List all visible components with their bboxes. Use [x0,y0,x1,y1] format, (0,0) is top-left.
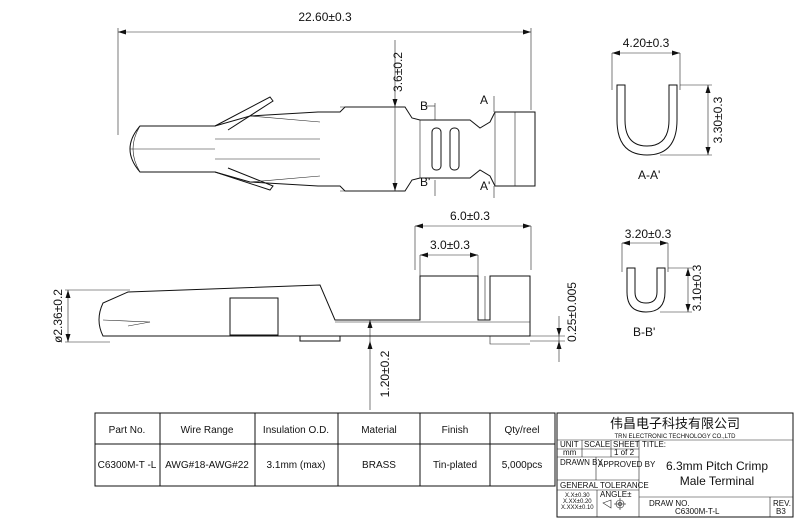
company-cn: 伟昌电子科技有限公司 [610,417,740,432]
draw-no-value: C6300M-T-L [675,507,720,516]
unit-label: UNIT [560,440,579,449]
cell-qty: 5,000pcs [502,460,543,471]
drawn-by-label: DRAWN BY [560,458,603,467]
general-tolerance-label: GENERAL TOLERANCE [560,481,649,490]
cell-material: BRASS [362,460,396,471]
section-bb-label: B-B' [633,325,655,339]
aa-height-dim: 3.30±0.3 [711,96,725,143]
crimp-inner-dim: 3.0±0.3 [430,238,470,252]
rev-value: B3 [776,507,786,516]
rev-label: REV. [773,499,791,508]
company-en: TRN ELECTRONIC TECHNOLOGY CO.,LTD [614,434,736,440]
header-material: Material [361,425,397,436]
title-line2: Male Terminal [680,474,754,488]
cell-insulation: 3.1mm (max) [267,460,326,471]
side-view: 6.0±0.3 3.0±0.3 ø2.36±0.2 0.25±0.005 [51,209,579,410]
projection-symbol-icon [602,498,626,510]
diameter-dim: ø2.36±0.2 [51,289,65,343]
cell-wire-range: AWG#18-AWG#22 [165,460,249,471]
section-bb: 3.20±0.3 3.10±0.3 B-B' [621,227,704,339]
cell-part-no: C6300M-T -L [98,460,157,471]
sheet-label: SHEET [613,440,640,449]
header-wire-range: Wire Range [181,425,234,436]
header-part-no: Part No. [109,425,146,436]
top-view: 22.60±0.3 3.6±0.2 B B' A A' [117,10,536,198]
section-b-prime-marker: B' [420,175,430,189]
tol-1: X.X±0.30 [565,493,590,499]
crimp-length-dim: 6.0±0.3 [450,209,490,223]
title-label: TITLE: [642,440,666,449]
section-aa: 4.20±0.3 3.30±0.3 A-A' [611,36,725,182]
angle-label: ANGLE± [600,490,632,499]
thickness-dim: 0.25±0.005 [565,282,579,342]
offset-dim: 1.20±0.2 [378,350,392,397]
section-a-marker: A [480,93,488,107]
bb-height-dim: 3.10±0.3 [690,264,704,311]
spec-table: Part No. Wire Range Insulation O.D. Mate… [94,412,556,487]
section-b-marker: B [420,99,428,113]
section-aa-label: A-A' [638,168,660,182]
approved-by-label: APPROVED BY [598,460,656,469]
section-a-prime-marker: A' [480,179,490,193]
header-qty: Qty/reel [504,425,539,436]
title-line1: 6.3mm Pitch Crimp [666,459,768,473]
aa-width-dim: 4.20±0.3 [623,36,670,50]
scale-label: SCALE [584,440,610,449]
header-insulation: Insulation O.D. [263,425,329,436]
title-block: 伟昌电子科技有限公司 TRN ELECTRONIC TECHNOLOGY CO.… [556,412,794,518]
header-finish: Finish [442,425,469,436]
overall-length-dim: 22.60±0.3 [298,10,352,24]
sheet-value: 1 of 2 [614,448,635,457]
tol-3: X.XXX±0.10 [561,505,594,511]
cell-finish: Tin-plated [433,460,477,471]
unit-value: mm [563,448,577,457]
height-dim: 3.6±0.2 [391,52,405,92]
tol-2: X.XX±0.20 [563,499,592,505]
bb-width-dim: 3.20±0.3 [625,227,672,241]
draw-no-label: DRAW NO. [649,499,690,508]
